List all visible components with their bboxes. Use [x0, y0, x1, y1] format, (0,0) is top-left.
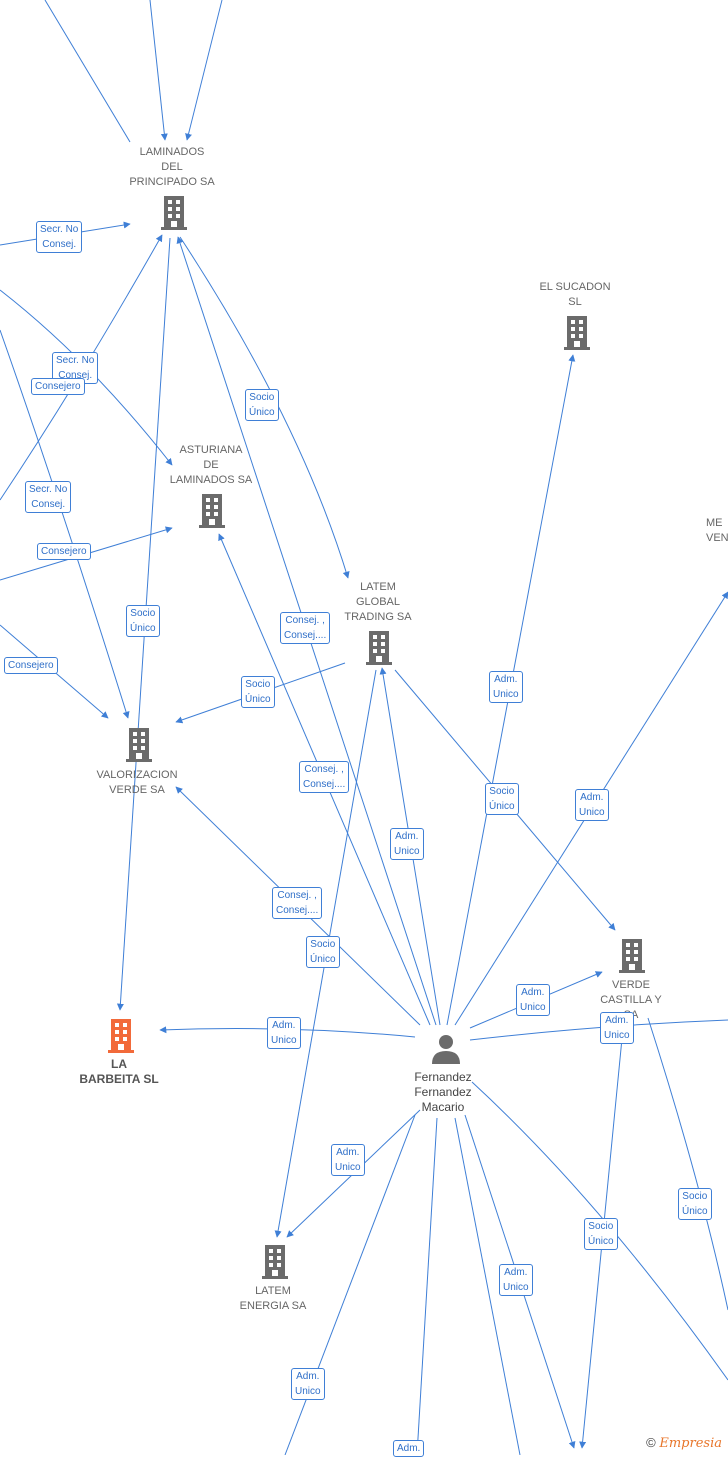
copyright-symbol: ©: [646, 1435, 656, 1450]
edge-label: Socio Único: [241, 676, 275, 708]
edge-label: Adm. Unico: [291, 1368, 325, 1400]
node-label-el-sucadon[interactable]: EL SUCADON SL: [539, 281, 611, 308]
edge-label: Adm. Unico: [489, 671, 523, 703]
edge-label: Adm. Unico: [331, 1144, 365, 1176]
edge-label: Secr. No Consej.: [25, 481, 72, 513]
edge-label: Socio Único: [485, 783, 519, 815]
edge: [185, 0, 223, 141]
watermark: © Empresia: [646, 1435, 722, 1451]
building-icon: [199, 494, 225, 528]
edge-label: Socio Único: [245, 389, 279, 421]
edge-label: Secr. No Consej.: [36, 221, 83, 253]
nodes: [108, 196, 645, 1279]
node-label-partial-right[interactable]: ME VEN: [706, 517, 728, 544]
node-label-fernandez-fernandez-macario[interactable]: Fernandez Fernandez Macario: [414, 1070, 472, 1114]
edge-label: Consejero: [4, 657, 58, 674]
edge-label: Consejero: [31, 378, 85, 395]
building-icon: [108, 1019, 134, 1053]
node-label-valorizacion-verde[interactable]: VALORIZACION VERDE SA: [96, 769, 178, 796]
edge: [179, 236, 350, 579]
building-icon: [619, 939, 645, 973]
edge-label: Adm. Unico: [575, 789, 609, 821]
building-icon: [161, 196, 187, 230]
edge: [647, 1017, 728, 1311]
edge-label: Adm. Unico: [499, 1264, 533, 1296]
edge-label: Socio Único: [126, 605, 160, 637]
node-label-latem-global-trading[interactable]: LATEM GLOBAL TRADING SA: [344, 581, 412, 623]
node-label-laminados-del-principado[interactable]: LAMINADOS DEL PRINCIPADO SA: [129, 146, 215, 188]
edge-label: Socio Único: [584, 1218, 618, 1250]
edge-label: Consej. , Consej....: [299, 761, 350, 793]
edge: [149, 0, 168, 141]
brand-logo: Empresia: [659, 1436, 722, 1451]
edge-label: Adm. Unico: [267, 1017, 301, 1049]
building-icon: [262, 1245, 288, 1279]
edge-label: Adm. Unico: [600, 1012, 634, 1044]
edge-label: Socio Único: [306, 936, 340, 968]
building-icon: [564, 316, 590, 350]
edge: [469, 1019, 728, 1041]
edge-label: Consej. , Consej....: [272, 887, 323, 919]
node-label-la-barbeita[interactable]: LA BARBEITA SL: [79, 1057, 159, 1086]
edge-label: Socio Único: [678, 1188, 712, 1220]
edge-label: Consej. , Consej....: [280, 612, 331, 644]
edge: [454, 1117, 521, 1455]
node-label-asturiana-de-laminados[interactable]: ASTURIANA DE LAMINADOS SA: [169, 444, 253, 486]
edge: [44, 0, 131, 143]
edge: [471, 1081, 728, 1381]
edge: [416, 1117, 438, 1455]
building-icon: [126, 728, 152, 762]
edge-label: Consejero: [37, 543, 91, 560]
edge-label: Adm.: [393, 1440, 425, 1457]
person-icon: [432, 1035, 460, 1064]
edge-label: Adm. Unico: [516, 984, 550, 1016]
node-label-latem-energia[interactable]: LATEM ENERGIA SA: [239, 1285, 307, 1312]
building-icon: [366, 631, 392, 665]
edge-label: Adm. Unico: [390, 828, 424, 860]
